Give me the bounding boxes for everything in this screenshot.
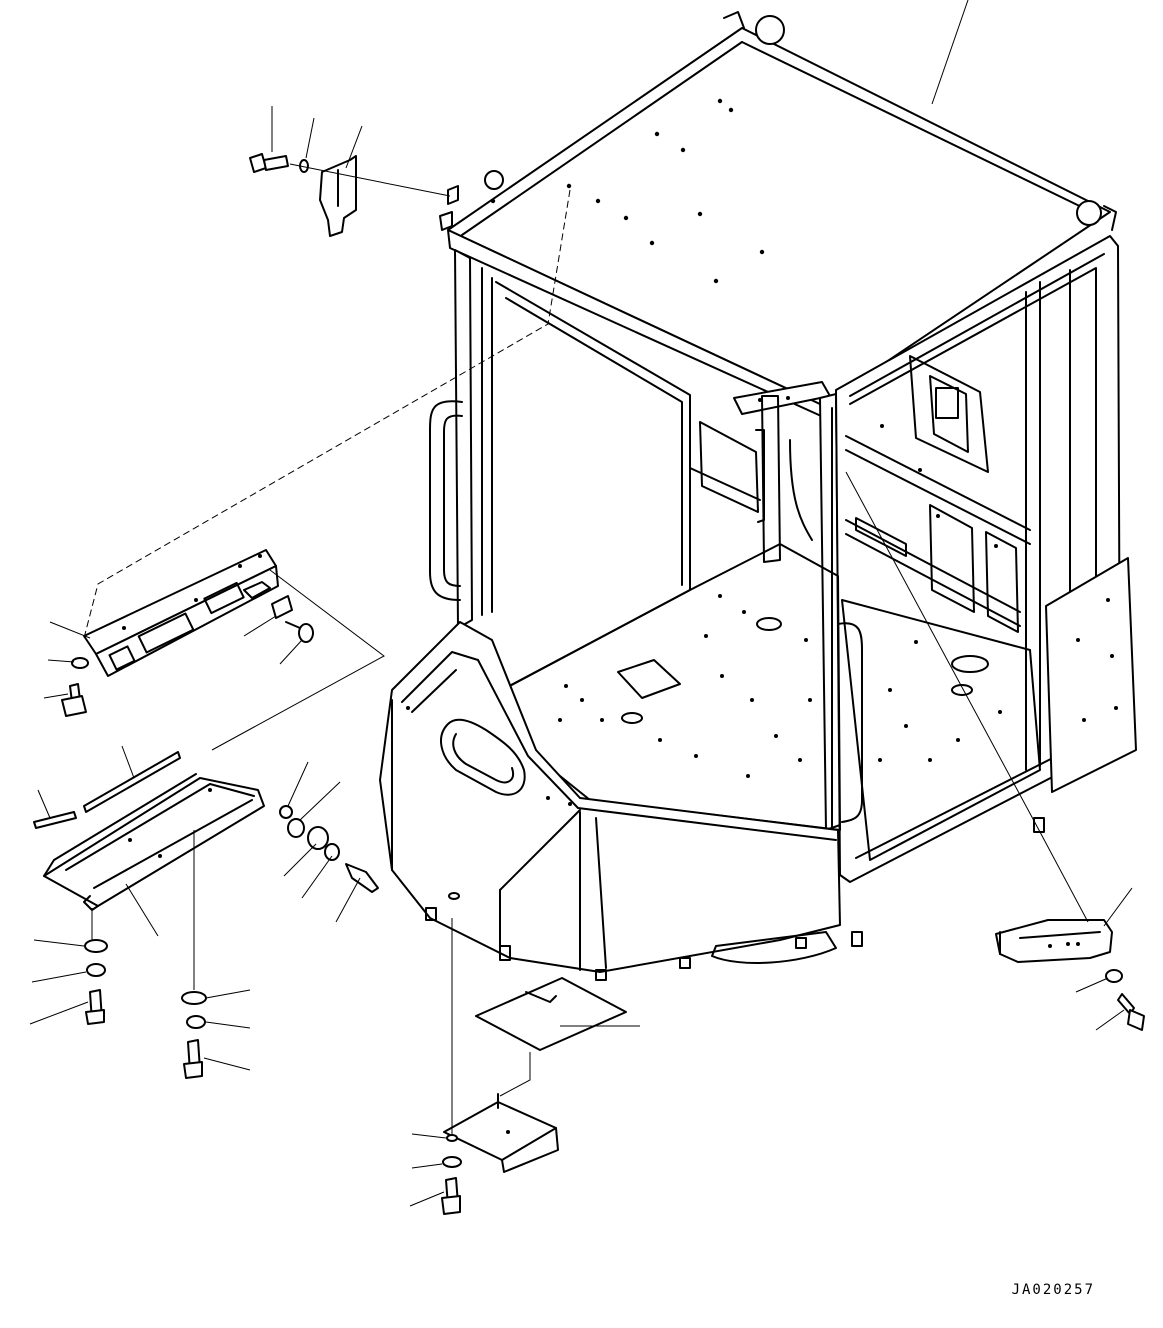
instrument-panel-group xyxy=(43,549,385,751)
upper-bracket-group xyxy=(249,106,459,237)
tray-group xyxy=(29,745,265,1079)
cab-roof xyxy=(447,11,1117,421)
left-interior-panel xyxy=(689,395,813,563)
right-bracket-group xyxy=(845,471,1145,1031)
front-fastener-group xyxy=(279,761,379,923)
rear-console xyxy=(845,355,1031,633)
drawing-code: JA020257 xyxy=(1011,1282,1095,1298)
under-plate-group xyxy=(409,918,640,1215)
cab-front-body xyxy=(379,621,1045,981)
cab-assembly xyxy=(379,11,1137,981)
